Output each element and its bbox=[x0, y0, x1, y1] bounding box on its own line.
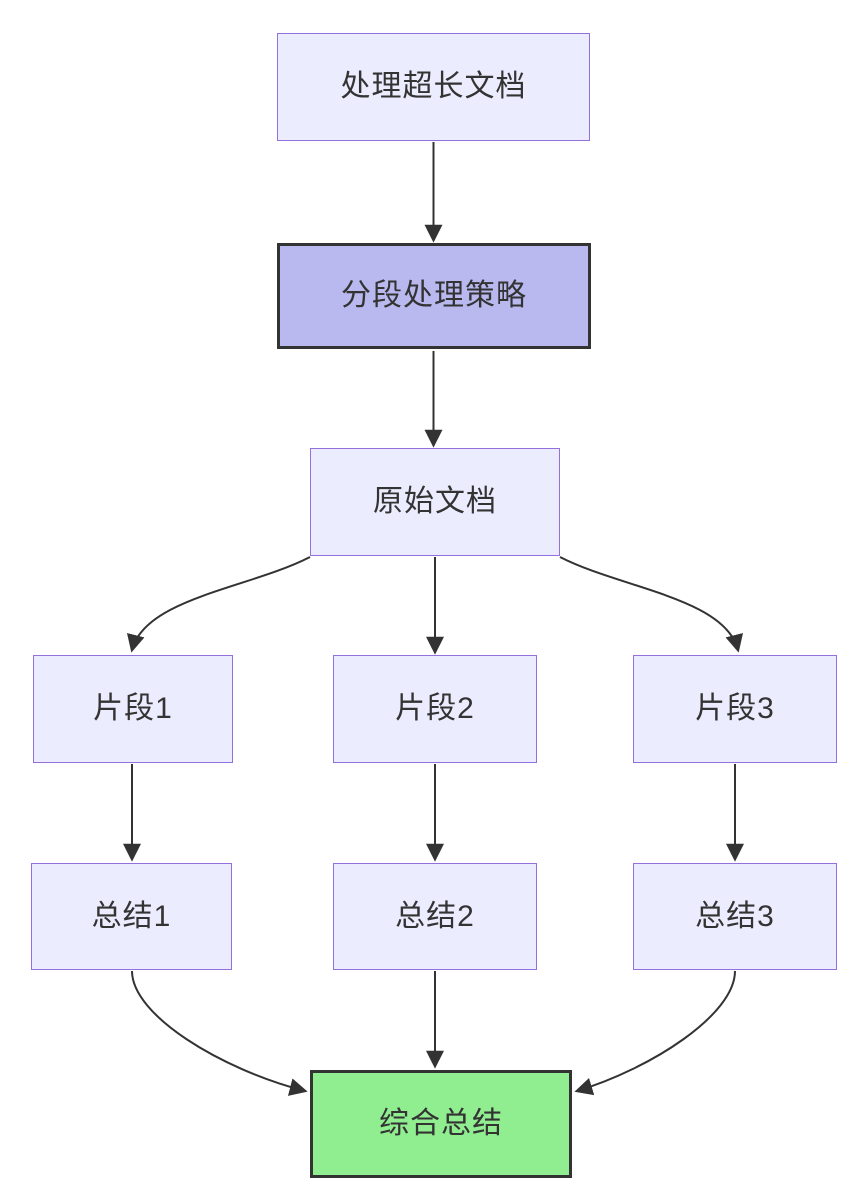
edge-source-chunk3 bbox=[559, 556, 743, 653]
node-source: 原始文档 bbox=[310, 448, 560, 556]
node-chunk3: 片段3 bbox=[633, 655, 837, 763]
node-chunk1: 片段1 bbox=[33, 655, 233, 763]
node-start-label: 处理超长文档 bbox=[340, 70, 527, 103]
node-chunk3-label: 片段3 bbox=[695, 692, 775, 725]
edge-source-chunk1 bbox=[127, 556, 311, 653]
node-chunk2: 片段2 bbox=[333, 655, 537, 763]
edge-summary1-final bbox=[131, 970, 308, 1096]
node-strategy-label: 分段处理策略 bbox=[341, 279, 527, 312]
node-final-label: 综合总结 bbox=[379, 1107, 503, 1140]
node-summary2: 总结2 bbox=[333, 863, 537, 970]
node-summary1-label: 总结1 bbox=[91, 899, 172, 933]
edge-summary3-final bbox=[574, 970, 736, 1096]
node-start: 处理超长文档 bbox=[277, 33, 590, 141]
node-chunk2-label: 片段2 bbox=[395, 692, 475, 725]
node-summary2-label: 总结2 bbox=[395, 899, 475, 933]
node-summary3: 总结3 bbox=[633, 863, 837, 970]
node-chunk1-label: 片段1 bbox=[93, 692, 173, 725]
node-final: 综合总结 bbox=[310, 1070, 572, 1178]
node-summary3-label: 总结3 bbox=[695, 899, 775, 933]
node-source-label: 原始文档 bbox=[373, 485, 497, 518]
node-strategy: 分段处理策略 bbox=[277, 243, 591, 349]
node-summary1: 总结1 bbox=[31, 863, 232, 970]
